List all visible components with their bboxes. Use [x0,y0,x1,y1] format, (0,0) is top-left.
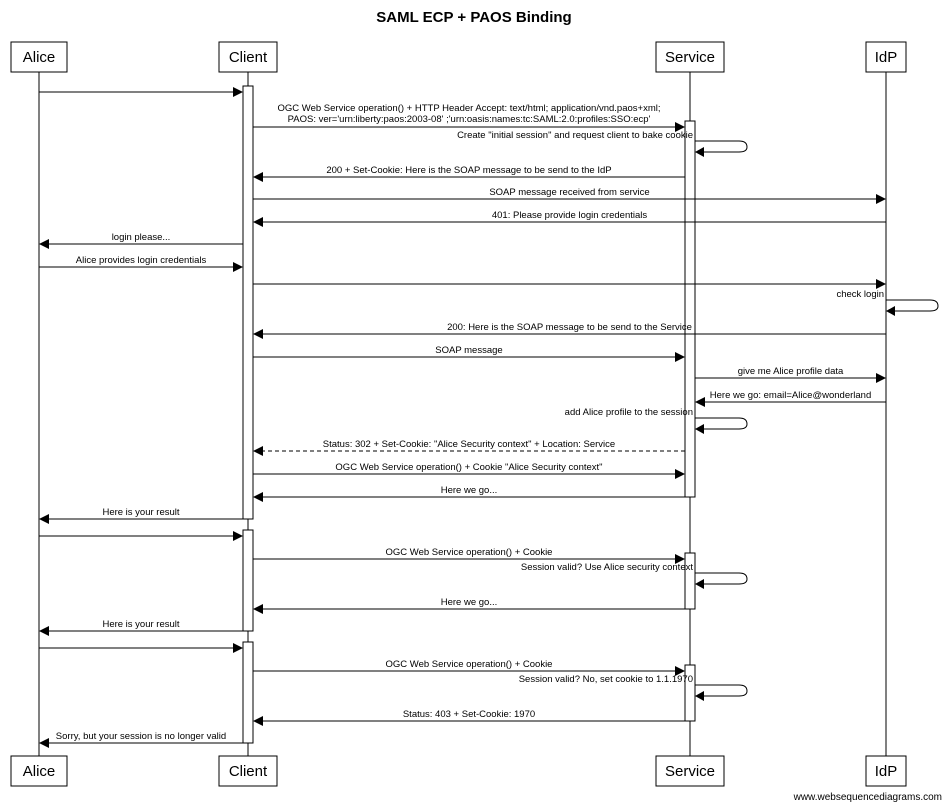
message-arrow: Here we go... [253,485,685,502]
svg-text:Alice: Alice [23,49,56,66]
message-arrow [39,643,243,653]
message-arrow: Status: 403 + Set-Cookie: 1970 [253,709,685,726]
activation-bar [684,552,696,610]
message-arrow: Here we go: email=Alice@wonderland [695,390,886,407]
message-arrow: SOAP message received from service [253,187,886,204]
message-label: 200: Here is the SOAP message to be send… [447,322,692,333]
diagram-title: SAML ECP + PAOS Binding [376,9,571,26]
participant-idp-bottom: IdP [865,755,907,787]
activation-bar [242,641,254,744]
message-label: OGC Web Service operation() + Cookie [386,659,553,670]
svg-text:Client: Client [229,763,268,780]
activation-bar [242,529,254,632]
message-arrow: add Alice profile to the session [565,407,748,434]
svg-text:Service: Service [665,763,715,780]
participant-client-bottom: Client [218,755,278,787]
participant-alice-bottom: Alice [10,755,68,787]
message-label: Here we go: email=Alice@wonderland [710,390,871,401]
message-arrow: Here we go... [253,597,685,614]
message-label: Here is your result [102,619,179,630]
message-arrow: login please... [39,232,243,249]
messages: OGC Web Service operation() + HTTP Heade… [39,87,939,748]
message-arrow [39,531,243,541]
message-label: SOAP message received from service [489,187,649,198]
message-label: Session valid? No, set cookie to 1.1.197… [519,674,693,685]
message-label: Alice provides login credentials [76,255,207,266]
message-label: Create "initial session" and request cli… [457,130,693,141]
message-arrow: SOAP message [253,345,685,362]
message-label: 200 + Set-Cookie: Here is the SOAP messa… [326,165,611,176]
svg-text:IdP: IdP [875,49,898,66]
message-arrow: check login [836,289,939,316]
participant-client-top: Client [218,41,278,73]
message-arrow: Here is your result [39,619,243,636]
svg-text:IdP: IdP [875,763,898,780]
message-label: check login [836,289,884,300]
message-label: add Alice profile to the session [565,407,693,418]
message-arrow: Sorry, but your session is no longer val… [39,731,243,748]
message-arrow: Alice provides login credentials [39,255,243,272]
message-arrow: give me Alice profile data [695,366,886,383]
message-label: PAOS: ver='urn:liberty:paos:2003-08' ;'u… [288,114,651,125]
message-label: Here is your result [102,507,179,518]
credit-text: www.websequencediagrams.com [793,792,942,803]
message-label: OGC Web Service operation() + Cookie "Al… [335,462,602,473]
message-arrow: 200: Here is the SOAP message to be send… [253,322,886,339]
message-label: Sorry, but your session is no longer val… [56,731,226,742]
message-arrow: OGC Web Service operation() + Cookie [253,547,685,564]
message-arrow: Status: 302 + Set-Cookie: "Alice Securit… [253,439,685,456]
activation-bar [684,120,696,498]
participant-service-bottom: Service [655,755,725,787]
message-arrow: OGC Web Service operation() + HTTP Heade… [253,103,685,132]
message-label: login please... [112,232,171,243]
message-arrow: Here is your result [39,507,243,524]
message-label: OGC Web Service operation() + HTTP Heade… [278,103,661,114]
svg-text:Client: Client [229,49,268,66]
participant-service-top: Service [655,41,725,73]
message-label: Here we go... [441,597,498,608]
message-arrow [39,87,243,97]
message-arrow: OGC Web Service operation() + Cookie [253,659,685,676]
message-label: OGC Web Service operation() + Cookie [386,547,553,558]
message-arrow: OGC Web Service operation() + Cookie "Al… [253,462,685,479]
participant-alice-top: Alice [10,41,68,73]
message-arrow: 401: Please provide login credentials [253,210,886,227]
message-label: Status: 302 + Set-Cookie: "Alice Securit… [323,439,615,450]
message-arrow: Session valid? No, set cookie to 1.1.197… [519,674,748,701]
activation-bars [242,85,696,744]
message-label: 401: Please provide login credentials [492,210,648,221]
message-arrow: Session valid? Use Alice security contex… [521,562,748,589]
svg-text:Alice: Alice [23,763,56,780]
svg-text:Service: Service [665,49,715,66]
message-label: SOAP message [435,345,502,356]
message-arrow: 200 + Set-Cookie: Here is the SOAP messa… [253,165,685,182]
activation-bar [242,85,254,520]
participant-idp-top: IdP [865,41,907,73]
message-label: Here we go... [441,485,498,496]
activation-bar [684,664,696,722]
message-label: give me Alice profile data [738,366,844,377]
message-label: Session valid? Use Alice security contex… [521,562,693,573]
message-arrow: Create "initial session" and request cli… [457,130,748,157]
message-label: Status: 403 + Set-Cookie: 1970 [403,709,535,720]
message-arrow [253,279,886,289]
